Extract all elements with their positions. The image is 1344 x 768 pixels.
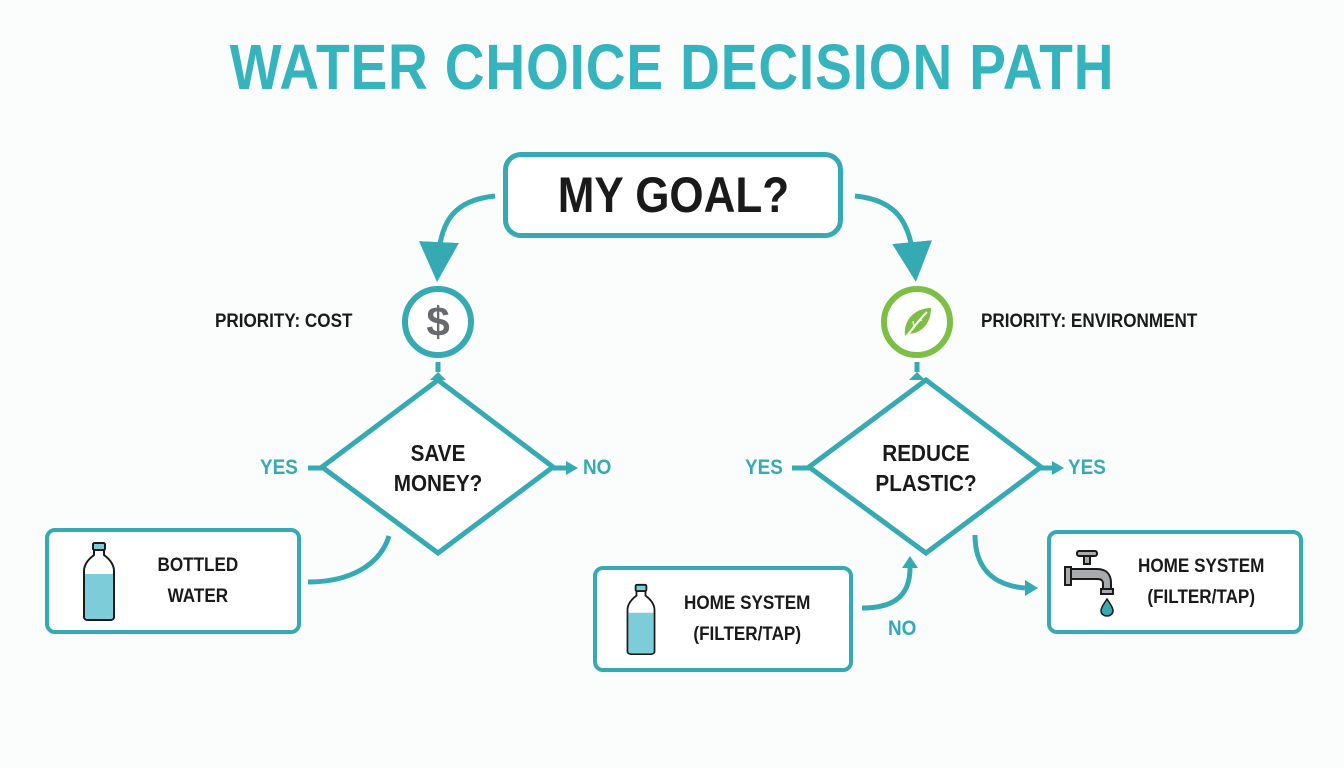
result-line-1: BOTTLED [157, 555, 239, 576]
question-line-2: MONEY? [393, 470, 483, 496]
save-money-question: SAVE MONEY? [384, 438, 492, 498]
water-bottle-icon [83, 542, 115, 621]
page-title: WATER CHOICE DECISION PATH [229, 31, 1115, 103]
reduce-plastic-yes-right-label: YES [1068, 456, 1106, 479]
leaf-icon [904, 308, 931, 337]
result-bottled-water: BOTTLED WATER [45, 528, 301, 634]
faucet-icon [1064, 550, 1114, 617]
priority-environment-label: PRIORITY: ENVIRONMENT [981, 311, 1198, 332]
question-line-1: SAVE [410, 440, 466, 466]
result-label: HOME SYSTEM (FILTER/TAP) [684, 588, 810, 650]
save-money-no-label: NO [583, 456, 612, 479]
cost-priority-node: $ [402, 286, 474, 358]
result-line-2: WATER [167, 586, 229, 607]
priority-cost-label: PRIORITY: COST [215, 311, 353, 332]
reduce-plastic-question: REDUCE PLASTIC? [868, 438, 983, 498]
connector-reduce-plastic-to-home-system [972, 534, 1026, 591]
dollar-icon: $ [426, 298, 450, 345]
result-label: BOTTLED WATER [157, 550, 238, 612]
water-bottle-icon [626, 583, 656, 655]
environment-priority-node [881, 286, 953, 358]
goal-label: MY GOAL? [557, 167, 789, 223]
save-money-yes-label: YES [260, 456, 298, 479]
result-label: HOME SYSTEM (FILTER/TAP) [1138, 551, 1264, 613]
result-home-system-right: HOME SYSTEM (FILTER/TAP) [1047, 530, 1303, 634]
decision-diamond-save-money [317, 376, 558, 557]
result-home-system-left: HOME SYSTEM (FILTER/TAP) [593, 566, 853, 672]
reduce-plastic-no-label: NO [888, 617, 917, 640]
question-line-2: PLASTIC? [875, 470, 977, 496]
connector-save-money-to-bottled-water [307, 535, 392, 585]
reduce-plastic-yes-left-label: YES [745, 456, 783, 479]
decision-diamond-reduce-plastic [804, 376, 1046, 557]
arrow-goal-to-cost [418, 193, 496, 282]
result-line-2: (FILTER/TAP) [1147, 587, 1256, 608]
arrow-goal-to-environment [854, 193, 933, 282]
question-line-1: REDUCE [882, 440, 970, 466]
result-line-2: (FILTER/TAP) [693, 624, 802, 645]
result-line-1: HOME SYSTEM [1138, 556, 1265, 577]
result-line-1: HOME SYSTEM [684, 593, 811, 614]
connector-home-system-no [861, 567, 913, 611]
goal-node: MY GOAL? [503, 152, 843, 238]
